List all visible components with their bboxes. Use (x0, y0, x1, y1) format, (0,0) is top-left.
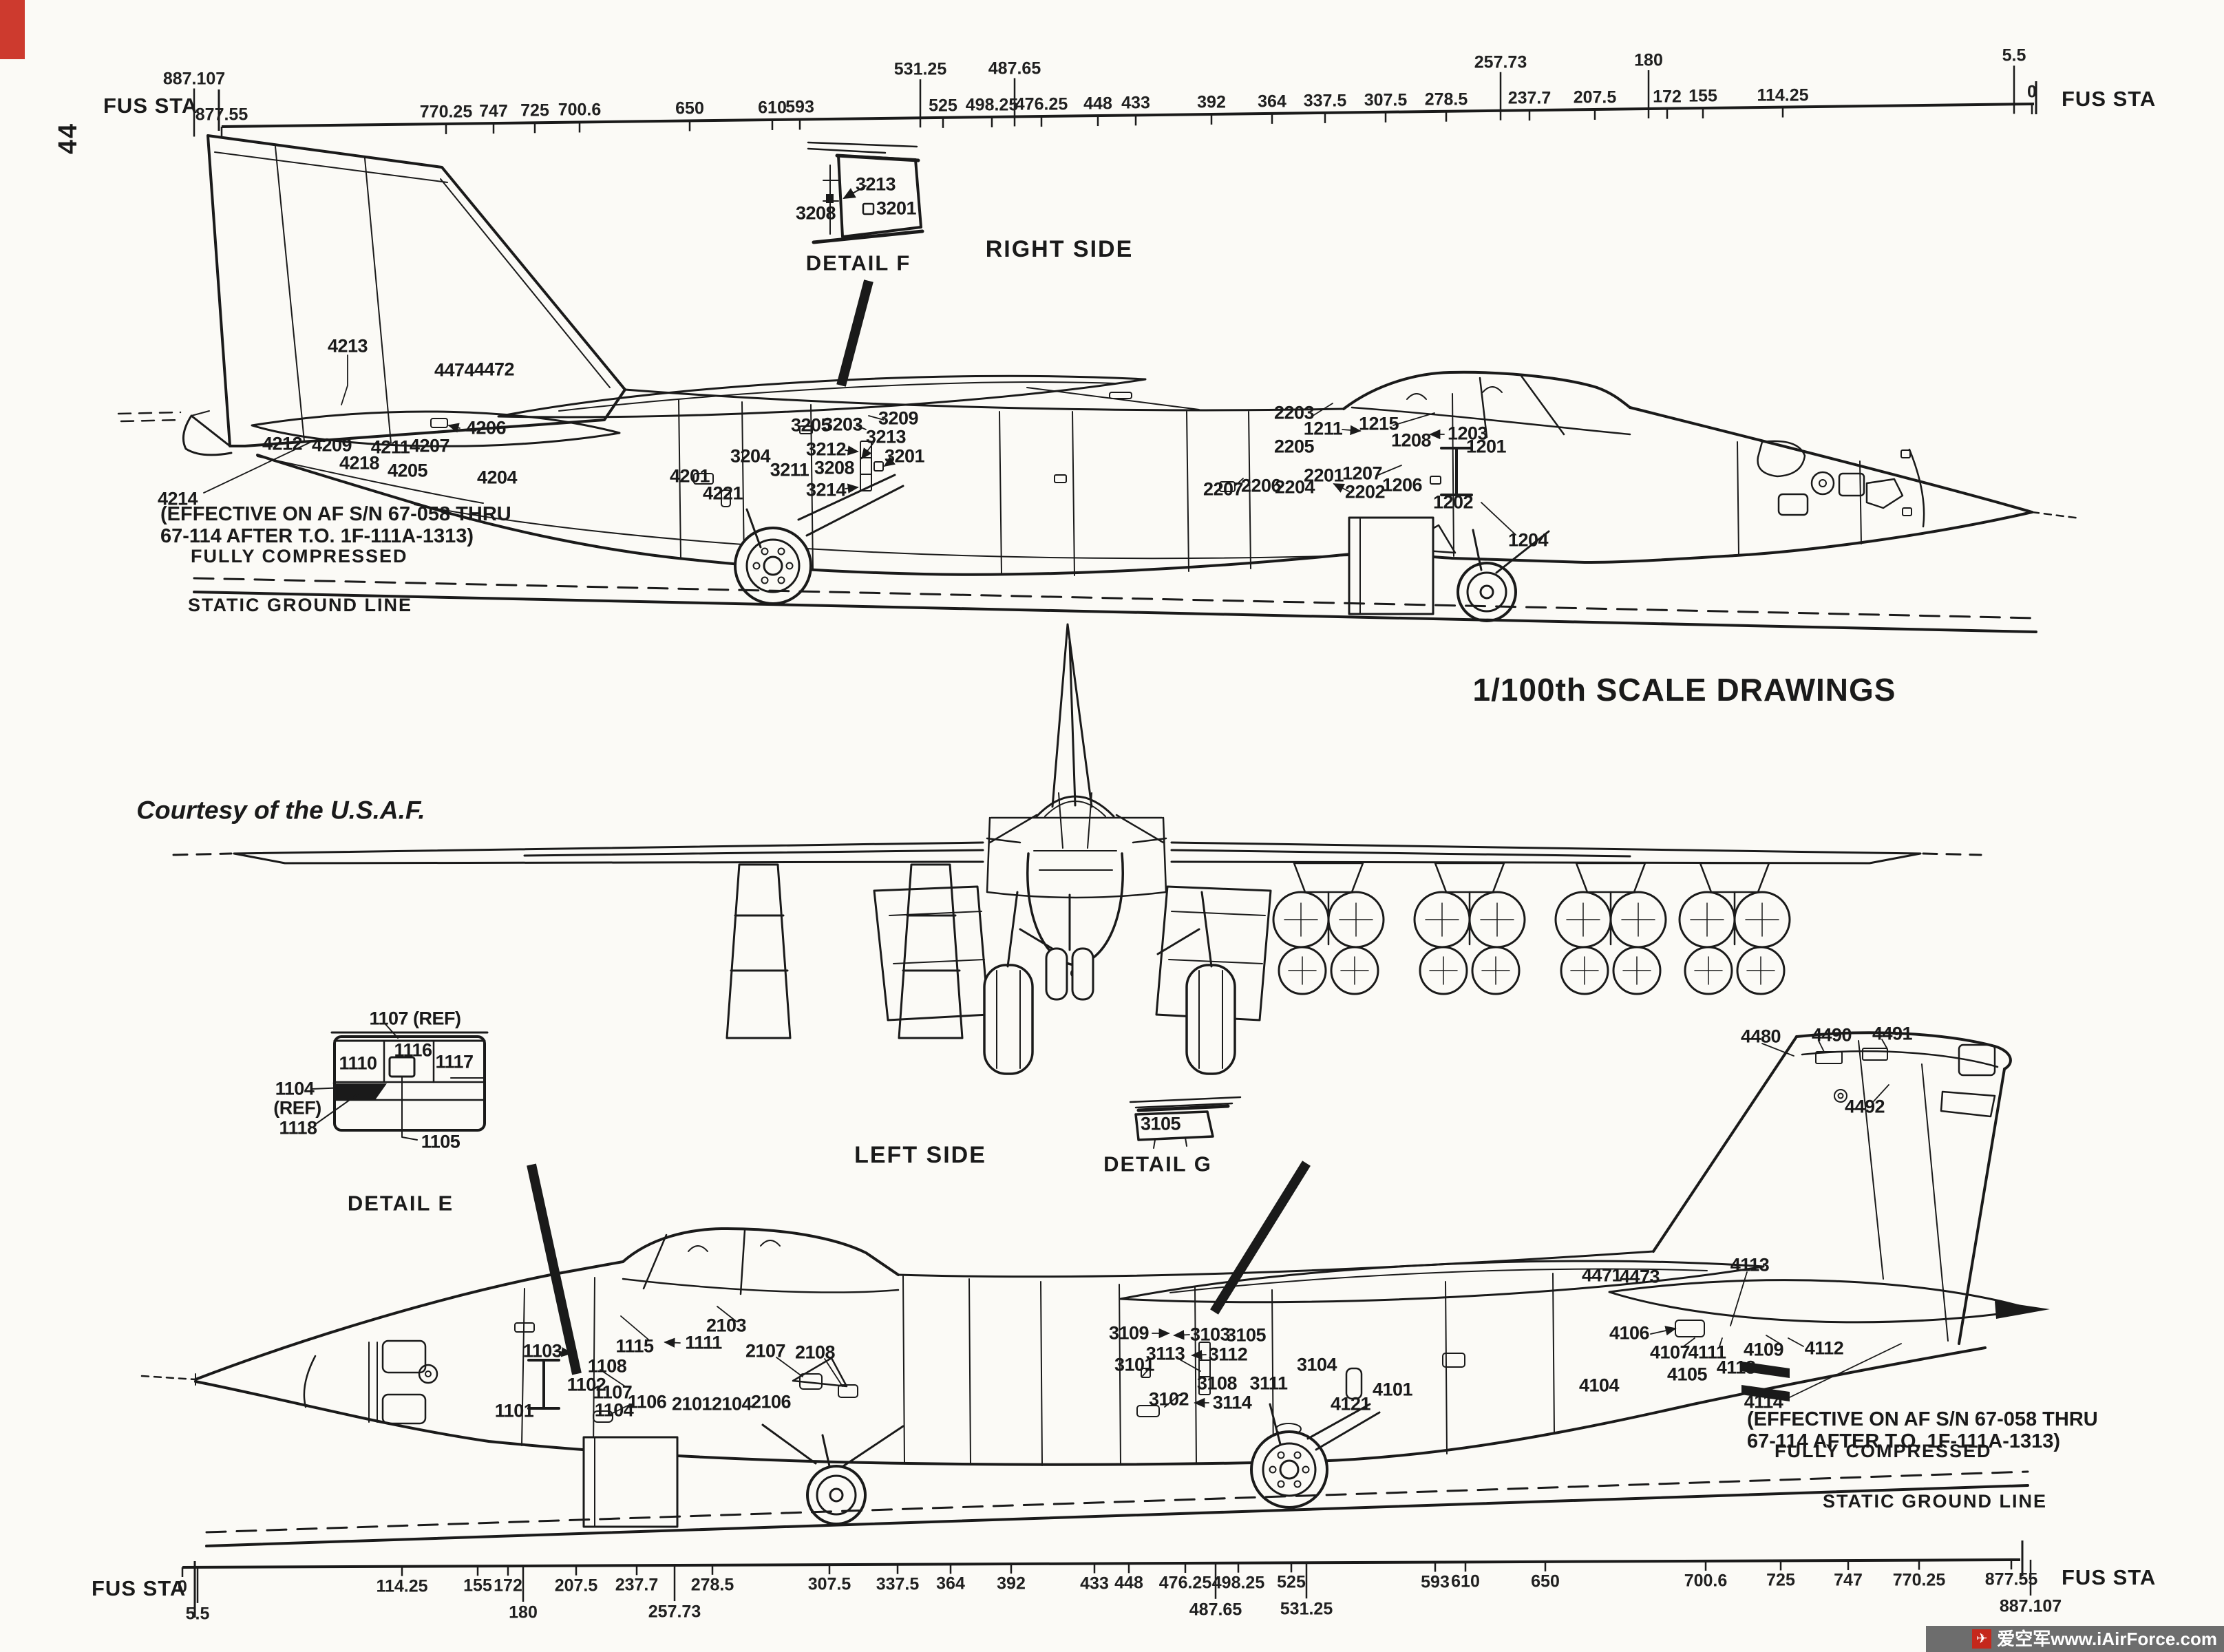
detail-e-drawing (312, 1024, 582, 1375)
red-corner-mark (0, 0, 25, 59)
watermark-bar: ✈ 爱空军www.iAirForce.com (1926, 1626, 2224, 1652)
bottom-fus-sta-ruler (181, 1558, 2032, 1603)
detail-f-drawing (807, 141, 924, 387)
right-side-view-drawing (117, 134, 2082, 633)
left-side-view-drawing (140, 1031, 2050, 1547)
iairforce-logo-icon: ✈ (1972, 1629, 1992, 1649)
top-fus-sta-ruler (193, 65, 2035, 137)
detail-g-drawing (1129, 1096, 1311, 1315)
watermark-text: 爱空军www.iAirForce.com (1997, 1629, 2217, 1649)
front-view-drawing (172, 623, 1982, 1075)
ruler-end-brackets (193, 81, 2037, 1618)
